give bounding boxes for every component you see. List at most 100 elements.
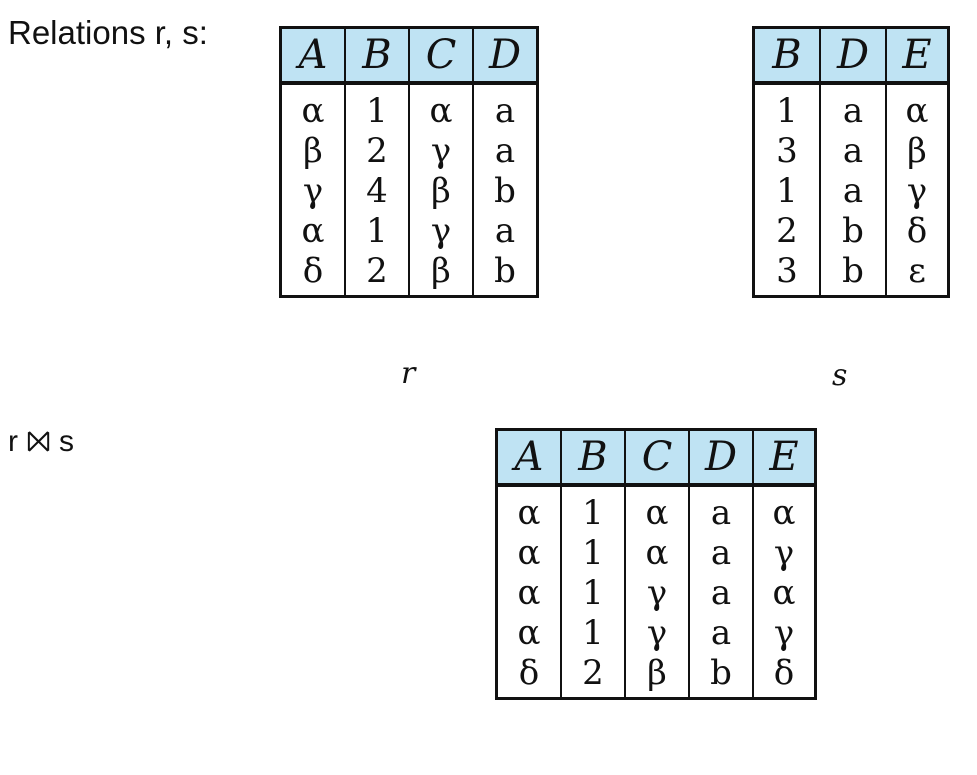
column-header: D [819,29,886,85]
table-cell: β [408,171,473,211]
column-header: D [472,29,536,85]
column-header: A [498,431,561,487]
table-cell: γ [624,613,689,653]
table-cell: a [819,91,886,131]
table-cell: β [885,131,947,171]
column-header: B [755,29,820,85]
table-cell: a [819,131,886,171]
table-cell: a [688,613,753,653]
table-cell: b [688,653,753,693]
table-cell: γ [302,171,324,211]
table-cell: 2 [344,251,409,291]
column-header: E [752,431,814,487]
relation-r-caption: r [401,356,416,391]
table-cell: α [408,91,473,131]
table-cell: 2 [560,653,625,693]
table-cell: α [517,533,541,573]
table-cell: b [819,251,886,291]
table-cell: γ [752,613,814,653]
table-cell: γ [624,573,689,613]
table-cell: α [301,211,325,251]
table-cell: α [624,533,689,573]
table-cell: γ [408,131,473,171]
table-cell: 1 [344,91,409,131]
table-cell: a [472,131,536,171]
column-header: B [560,431,625,487]
table-cell: 3 [776,131,798,171]
table-cell: δ [752,653,814,693]
table-cell: a [472,91,536,131]
column-header: E [885,29,947,85]
table-cell: δ [518,653,540,693]
table-cell: 3 [776,251,798,291]
table-cell: b [819,211,886,251]
table-cell: γ [408,211,473,251]
column-header: D [688,431,753,487]
table-cell: 2 [776,211,798,251]
table-cell: α [301,91,325,131]
table-cell: 2 [344,131,409,171]
table-cell: a [688,493,753,533]
column-header: C [408,29,473,85]
table-cell: α [624,493,689,533]
join-label: r ⨝ s [8,425,74,458]
table-cell: α [752,493,814,533]
table-cell: a [472,211,536,251]
table-cell: γ [752,533,814,573]
table-cell: 1 [560,533,625,573]
table-cell: a [819,171,886,211]
table-cell: 1 [344,211,409,251]
table-cell: b [472,171,536,211]
table-cell: 1 [776,91,798,131]
table-cell: α [752,573,814,613]
table-cell: δ [302,251,324,291]
table-cell: ε [885,251,947,291]
table-cell: 1 [560,493,625,533]
table-cell: β [303,131,323,171]
table-cell: β [408,251,473,291]
table-cell: α [517,493,541,533]
table-cell: 1 [776,171,798,211]
column-header: A [282,29,345,85]
relation-s-caption: s [832,358,848,393]
table-cell: a [688,573,753,613]
table-cell: α [885,91,947,131]
relations-label: Relations r, s: [8,14,208,51]
table-cell: β [624,653,689,693]
table-cell: α [517,573,541,613]
table-cell: 1 [560,573,625,613]
table-cell: a [688,533,753,573]
table-cell: b [472,251,536,291]
table-cell: δ [885,211,947,251]
table-cell: 4 [344,171,409,211]
table-cell: 1 [560,613,625,653]
table-cell: γ [885,171,947,211]
column-header: C [624,431,689,487]
column-header: B [344,29,409,85]
table-cell: α [517,613,541,653]
